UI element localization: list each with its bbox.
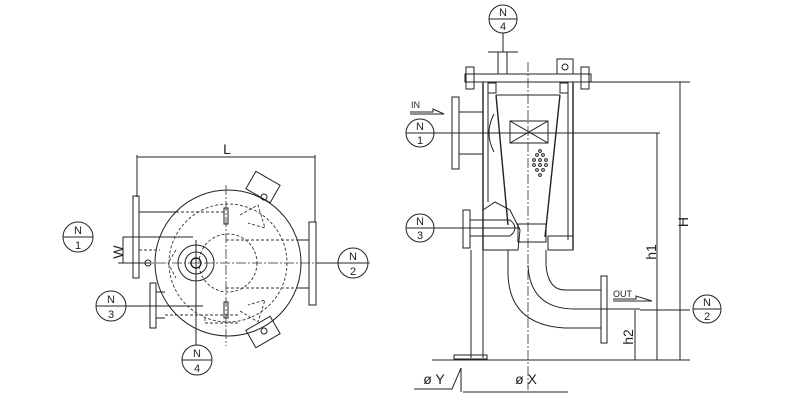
width-label: W — [110, 245, 126, 259]
plan-nozzle-tag-n3: N 3 — [95, 290, 127, 322]
h1-label: h1 — [643, 244, 659, 260]
vent-nozzle — [497, 51, 508, 75]
dia-y-label: ø Y — [423, 371, 445, 387]
plan-nozzle-tag-n2: N 2 — [337, 247, 369, 279]
svg-text:3: 3 — [417, 230, 423, 242]
svg-text:N: N — [499, 7, 507, 19]
svg-text:N: N — [107, 294, 115, 306]
svg-text:N: N — [416, 216, 424, 228]
n2-flange — [308, 221, 317, 306]
elevation-nozzle-tag-n3: N 3 — [405, 213, 435, 243]
filter-basket — [495, 94, 509, 226]
elevation-nozzle-tag-n2: N 2 — [692, 294, 722, 324]
drain-flange — [462, 209, 471, 249]
svg-text:N: N — [703, 297, 711, 309]
svg-text:N: N — [349, 251, 357, 263]
svg-text:4: 4 — [194, 363, 200, 375]
inlet-label: IN — [411, 100, 420, 110]
lug-bottom — [245, 315, 281, 349]
dia-x-label: ø X — [515, 371, 537, 387]
svg-text:1: 1 — [417, 135, 423, 147]
basket-perforations — [532, 149, 548, 177]
outlet-label: OUT — [613, 289, 633, 299]
plan-view: L W — [110, 141, 370, 349]
lug-top — [245, 170, 281, 204]
outlet-elbow — [507, 250, 601, 329]
svg-text:4: 4 — [500, 21, 506, 33]
plan-nozzle-tag-n4: N 4 — [181, 344, 213, 376]
svg-text:3: 3 — [108, 309, 114, 321]
outlet-flange — [600, 275, 608, 344]
svg-text:1: 1 — [75, 240, 81, 252]
svg-text:2: 2 — [704, 311, 710, 323]
plan-nozzle-tag-n1: N 1 — [62, 221, 94, 253]
svg-text:N: N — [74, 225, 82, 237]
elevation-nozzle-tag-n4: N 4 — [488, 4, 518, 34]
elevation-view: H h1 h2 ø Y ø X IN OUT — [410, 33, 691, 393]
elevation-nozzle-tag-n1: N 1 — [405, 118, 435, 148]
svg-text:2: 2 — [350, 266, 356, 278]
height-label: H — [675, 217, 691, 227]
h2-label: h2 — [620, 329, 636, 345]
svg-text:N: N — [416, 121, 424, 133]
svg-text:N: N — [193, 348, 201, 360]
length-label: L — [223, 141, 231, 157]
